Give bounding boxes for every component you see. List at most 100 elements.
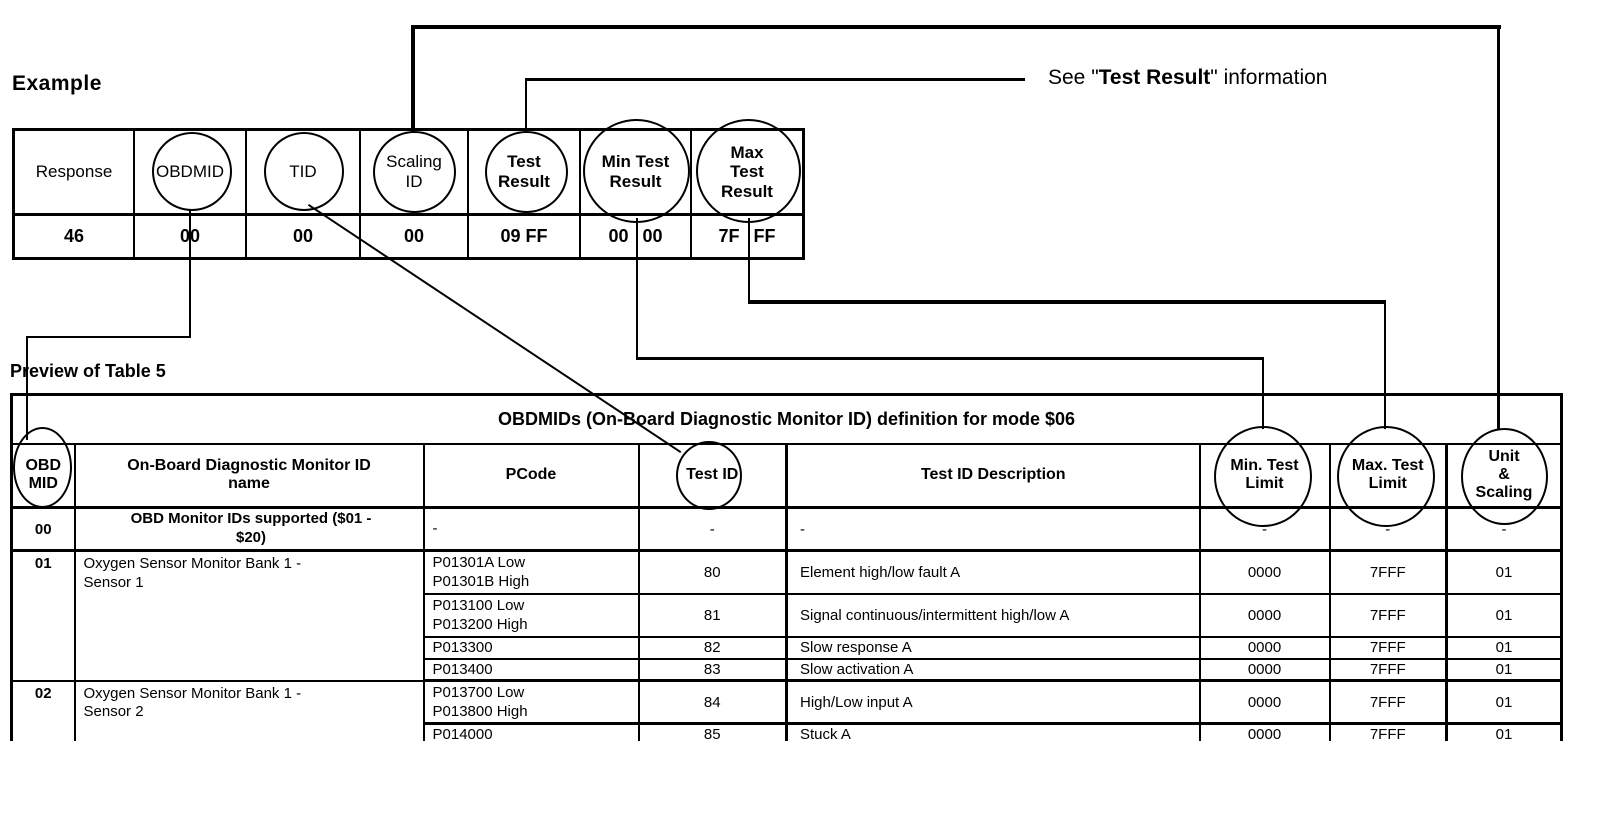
connector-scaling-vertical <box>411 25 415 133</box>
cell-min-limit: 0000 <box>1198 549 1331 595</box>
example-heading: Example <box>12 72 102 95</box>
cell-description: Slow activation A <box>785 657 1201 682</box>
cell-description: Element high/low fault A <box>785 549 1201 595</box>
cell-unit-scaling: 01 <box>1444 635 1563 660</box>
table5-row-01b: P013100 Low P013200 High 81 Signal conti… <box>12 592 1563 638</box>
cell-description: Signal continuous/intermittent high/low … <box>785 592 1201 638</box>
example-header-obdmid: OBDMID <box>135 131 247 216</box>
cell-name: Oxygen Sensor Monitor Bank 1 - Sensor 1 <box>73 549 425 682</box>
cell-test-id: 80 <box>637 549 788 595</box>
cell-min-limit: - <box>1198 506 1331 552</box>
see-test-result-note: See "Test Result" information <box>1048 66 1327 90</box>
cell-unit-scaling: - <box>1444 506 1563 552</box>
cell-unit-scaling: 01 <box>1444 679 1563 725</box>
cell-mid: 02 <box>10 679 76 741</box>
cell-max-limit: - <box>1328 506 1448 552</box>
cell-name: Oxygen Sensor Monitor Bank 1 - Sensor 2 <box>73 679 425 741</box>
example-header-test-result: Test Result <box>469 131 581 216</box>
cell-test-id: 84 <box>637 679 788 725</box>
min-test-byte-low: 00 <box>642 226 663 247</box>
col-header-test-id-description: Test ID Description <box>785 442 1201 509</box>
cell-max-limit: 7FFF <box>1328 592 1448 638</box>
cell-pcode: - <box>422 506 640 552</box>
cell-test-id: 82 <box>637 635 788 660</box>
cell-min-limit: 0000 <box>1198 592 1331 638</box>
cell-test-id: - <box>637 506 788 552</box>
cell-pcode: P013100 Low P013200 High <box>422 592 640 638</box>
cell-min-limit: 0000 <box>1198 657 1331 682</box>
see-note-suffix: " information <box>1210 66 1328 89</box>
example-value-test-result: 09 FF <box>469 216 581 257</box>
example-response-table: Response OBDMID TID Scaling ID Test Resu… <box>12 128 805 260</box>
cell-unit-scaling: 01 <box>1444 722 1563 741</box>
col-header-pcode: PCode <box>422 442 640 509</box>
cell-pcode: P01301A Low P01301B High <box>422 549 640 595</box>
table5-row-02b-clipped: P014000 85 Stuck A 0000 7FFF 01 <box>12 722 1563 741</box>
col-header-unit-scaling: Unit & Scaling <box>1444 442 1563 509</box>
table5-row-01c: P013300 82 Slow response A 0000 7FFF 01 <box>12 635 1563 660</box>
connector-test-result-horizontal <box>525 78 1025 81</box>
cell-unit-scaling: 01 <box>1444 592 1563 638</box>
max-test-byte-high: 7F <box>718 226 740 247</box>
see-note-bold: Test Result <box>1098 66 1211 89</box>
cell-unit-scaling: 01 <box>1444 657 1563 682</box>
see-note-prefix: See " <box>1048 66 1099 89</box>
example-value-response: 46 <box>15 216 135 257</box>
example-header-tid: TID <box>247 131 361 216</box>
table5-preview: OBDMIDs (On-Board Diagnostic Monitor ID)… <box>10 393 1563 741</box>
example-value-min-test-result: 00 00 <box>581 216 692 257</box>
col-header-max-test-limit: Max. Test Limit <box>1328 442 1448 509</box>
cell-pcode: P013700 Low P013800 High <box>422 679 640 725</box>
cell-name: OBD Monitor IDs supported ($01 - $20) <box>73 506 425 552</box>
connector-test-result-vertical <box>525 78 527 133</box>
example-header-response: Response <box>15 131 135 216</box>
preview-of-table5-heading: Preview of Table 5 <box>10 361 166 381</box>
cell-description: - <box>785 506 1201 552</box>
cell-max-limit: 7FFF <box>1328 657 1448 682</box>
table5: OBDMIDs (On-Board Diagnostic Monitor ID)… <box>10 393 1563 741</box>
cell-mid: 01 <box>10 549 76 682</box>
cell-max-limit: 7FFF <box>1328 635 1448 660</box>
cell-mid: 00 <box>10 506 76 552</box>
example-value-max-test-result: 7F FF <box>692 216 802 257</box>
connector-obdmid-horizontal <box>26 336 191 338</box>
cell-unit-scaling: 01 <box>1444 549 1563 595</box>
cell-max-limit: 7FFF <box>1328 679 1448 725</box>
cell-description: Stuck A <box>785 722 1201 741</box>
table5-row-01a: 01 Oxygen Sensor Monitor Bank 1 - Sensor… <box>10 549 1563 682</box>
table5-row-01d: P013400 83 Slow activation A 0000 7FFF 0… <box>12 657 1563 682</box>
example-header-max-test-result: Max Test Result <box>692 131 802 216</box>
connector-max-test-horizontal <box>748 300 1384 304</box>
example-value-obdmid: 00 <box>135 216 247 257</box>
col-header-min-test-limit: Min. Test Limit <box>1198 442 1331 509</box>
cell-pcode: P013400 <box>422 657 640 682</box>
cell-max-limit: 7FFF <box>1328 722 1448 741</box>
col-header-test-id: Test ID <box>637 442 788 509</box>
cell-min-limit: 0000 <box>1198 635 1331 660</box>
cell-description: Slow response A <box>785 635 1201 660</box>
cell-test-id: 85 <box>637 722 788 741</box>
cell-pcode: P014000 <box>422 722 640 741</box>
col-header-obd-mid: OBD MID <box>10 442 76 509</box>
cell-test-id: 81 <box>637 592 788 638</box>
example-value-tid: 00 <box>247 216 361 257</box>
min-test-byte-high: 00 <box>608 226 629 247</box>
connector-unit-scaling-vertical <box>1497 25 1500 430</box>
cell-min-limit: 0000 <box>1198 679 1331 725</box>
example-header-min-test-result: Min Test Result <box>581 131 692 216</box>
cell-description: High/Low input A <box>785 679 1201 725</box>
table5-header-row: OBD MID On-Board Diagnostic Monitor ID n… <box>10 442 1563 509</box>
connector-min-test-horizontal <box>636 357 1264 360</box>
table5-row-00: 00 OBD Monitor IDs supported ($01 - $20)… <box>10 506 1563 552</box>
table5-row-02a: 02 Oxygen Sensor Monitor Bank 1 - Sensor… <box>10 679 1563 741</box>
example-header-scaling-id: Scaling ID <box>361 131 469 216</box>
max-test-byte-low: FF <box>753 226 776 247</box>
cell-min-limit: 0000 <box>1198 722 1331 741</box>
table5-title-row: OBDMIDs (On-Board Diagnostic Monitor ID)… <box>10 393 1563 445</box>
cell-test-id: 83 <box>637 657 788 682</box>
table5-title: OBDMIDs (On-Board Diagnostic Monitor ID)… <box>10 393 1563 445</box>
col-header-monitor-id-name: On-Board Diagnostic Monitor ID name <box>73 442 425 509</box>
cell-max-limit: 7FFF <box>1328 549 1448 595</box>
example-value-scaling-id: 00 <box>361 216 469 257</box>
